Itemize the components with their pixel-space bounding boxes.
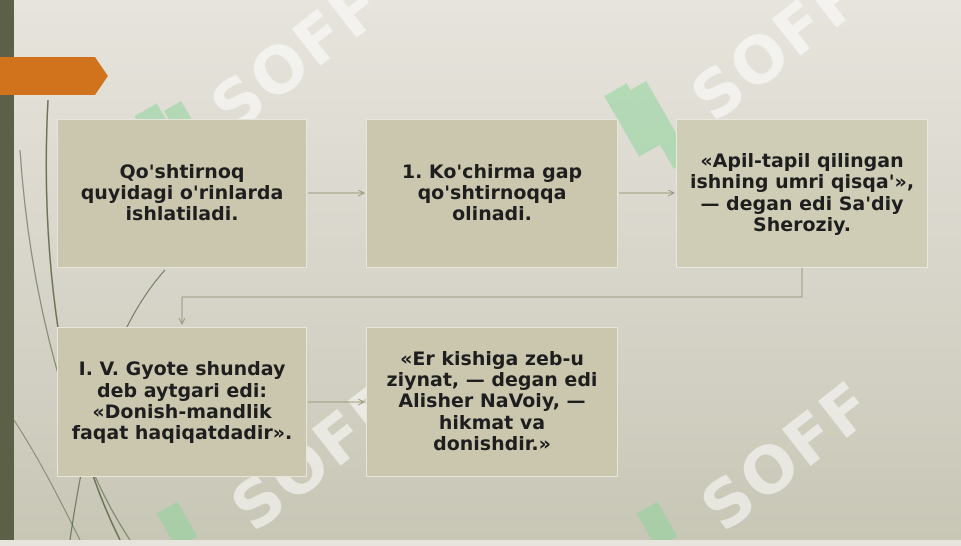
diagram-box-root: Qo'shtirnoq quyidagi o'rinlarda ishlatil… [57, 119, 307, 268]
diagram-box-example1: «Apil-tapil qilingan ishning umri qisqa'… [676, 119, 928, 268]
diagram-box-example2-text: I. V. Gyote shunday deb aytgari edi: «Do… [71, 358, 293, 445]
diagram-box-example1-text: «Apil-tapil qilingan ishning umri qisqa'… [689, 149, 915, 236]
diagram-box-rule1-text: 1. Ko'chirma gap qo'shtirnoqqa olinadi. [401, 160, 583, 226]
orange-arrow-tab [0, 57, 108, 95]
diagram-box-example3-text: «Er kishiga zeb-u ziynat, — degan edi Al… [386, 347, 598, 455]
left-accent-bar [0, 0, 14, 540]
diagram-box-root-text: Qo'shtirnoq quyidagi o'rinlarda ishlatil… [80, 160, 284, 226]
connector-example1-example2 [182, 268, 803, 324]
diagram-box-example3: «Er kishiga zeb-u ziynat, — degan edi Al… [366, 327, 618, 477]
diagram-box-rule1: 1. Ko'chirma gap qo'shtirnoqqa olinadi. [366, 119, 618, 268]
diagram-box-example2: I. V. Gyote shunday deb aytgari edi: «Do… [57, 327, 307, 477]
